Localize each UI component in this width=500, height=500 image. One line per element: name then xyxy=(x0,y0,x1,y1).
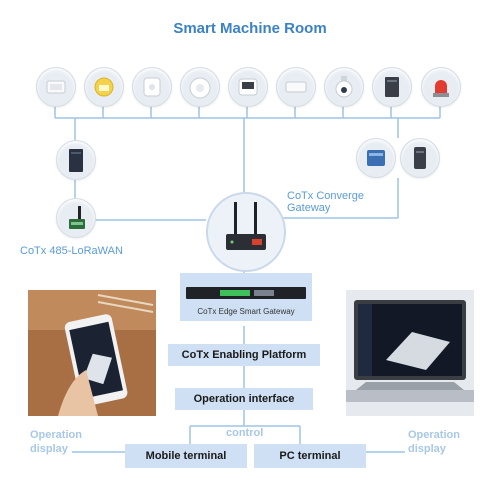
page-title: Smart Machine Room xyxy=(173,20,327,37)
pc-terminal-box: PC terminal xyxy=(254,444,366,468)
converge-gateway-label: CoTx Converge Gateway xyxy=(287,190,365,214)
right-operation-display-label: Operation display xyxy=(408,429,460,455)
temperature-humidity-sensor-icon xyxy=(132,67,172,107)
motion-sensor-icon xyxy=(228,67,268,107)
door-sensor-icon xyxy=(36,67,76,107)
operation-interface-box: Operation interface xyxy=(175,388,313,410)
ups-icon xyxy=(372,67,412,107)
alarm-light-icon xyxy=(421,67,461,107)
control-label: control xyxy=(226,427,264,439)
converge-device-icon xyxy=(400,138,440,178)
platform-box: CoTx Enabling Platform xyxy=(168,344,320,366)
edge-gateway-label: CoTx Edge Smart Gateway xyxy=(197,307,295,316)
dome-camera-icon xyxy=(324,67,364,107)
din-module-icon xyxy=(356,138,396,178)
edge-gateway-panel: CoTx Edge Smart Gateway xyxy=(180,273,312,321)
lora-label: CoTx 485-LoRaWAN xyxy=(20,245,123,257)
edge-gateway-device-icon xyxy=(186,287,306,299)
water-sensor-icon xyxy=(84,67,124,107)
router-icon xyxy=(226,202,266,250)
lora-device-icon xyxy=(56,198,96,238)
mobile-terminal-box: Mobile terminal xyxy=(125,444,247,468)
mobile-photo xyxy=(28,290,156,416)
left-operation-display-label: Operation display xyxy=(30,429,82,455)
smoke-detector-icon xyxy=(180,67,220,107)
gateway-box-icon xyxy=(56,140,96,180)
window-sensor-icon xyxy=(276,67,316,107)
converge-gateway-hub xyxy=(206,192,286,272)
pc-photo xyxy=(346,290,474,416)
